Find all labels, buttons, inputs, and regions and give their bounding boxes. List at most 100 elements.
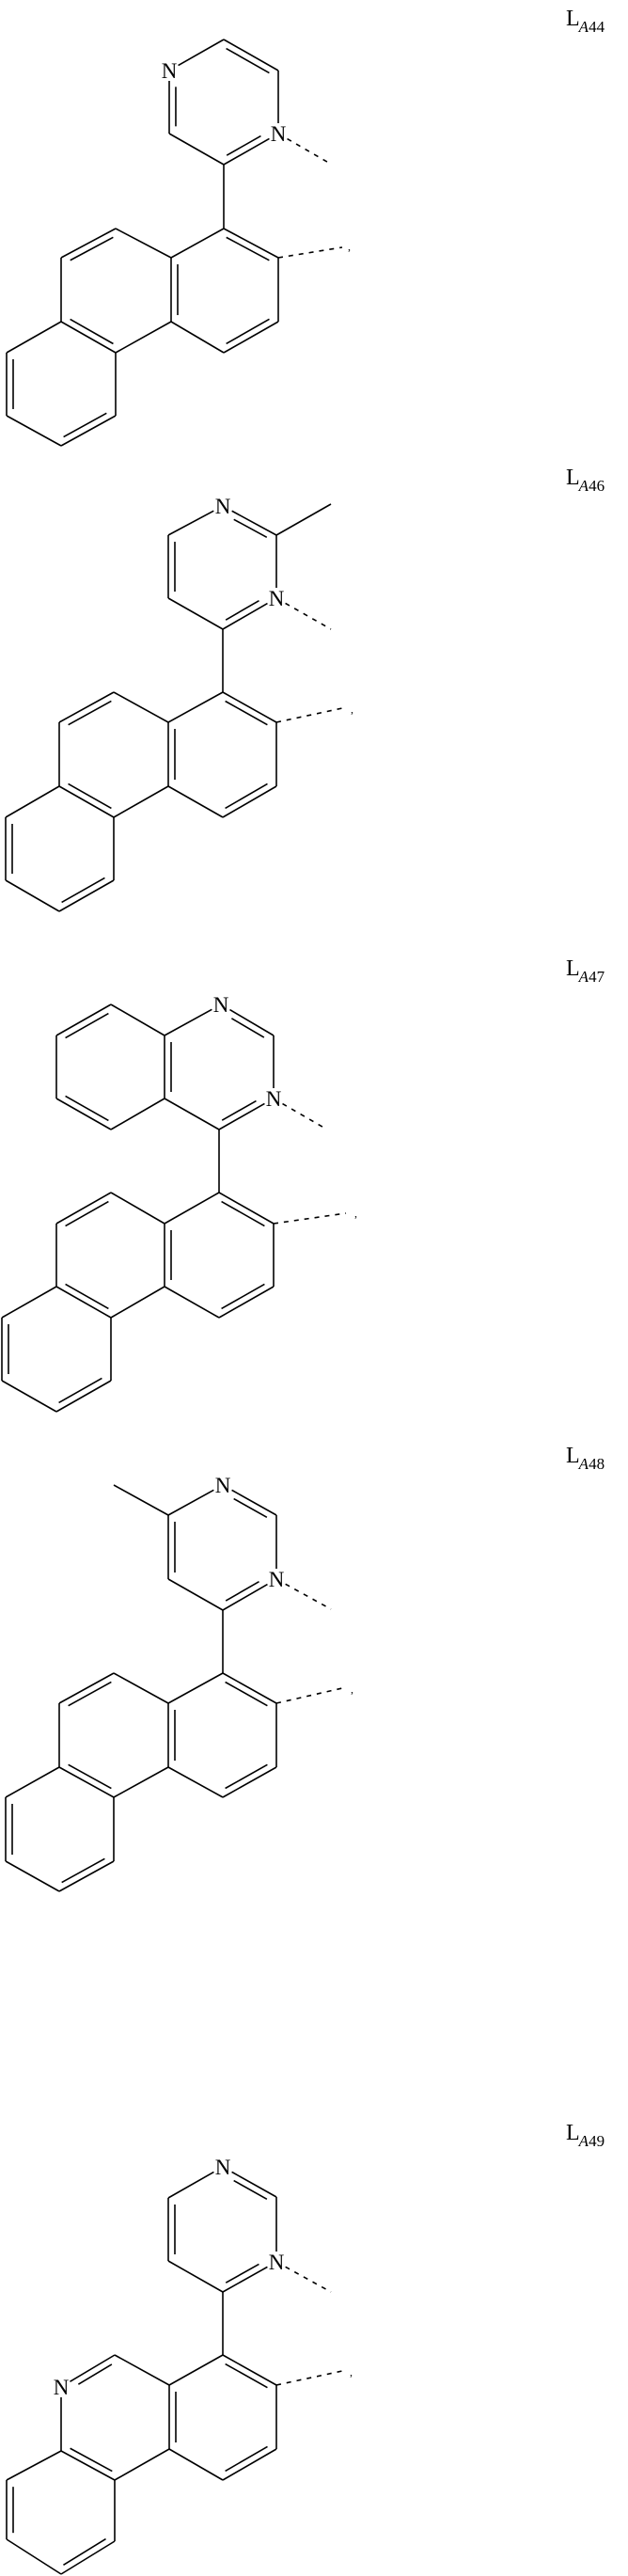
double-bond-inner (226, 318, 270, 345)
bond (115, 321, 172, 354)
bond (110, 1192, 165, 1225)
label-main: L (566, 7, 580, 31)
bond (167, 1766, 224, 1798)
structure-la48: ,NN (5, 1474, 353, 1892)
attachment-dashed-bond (282, 1102, 328, 1130)
double-bond-inner (77, 2363, 113, 2385)
bond (58, 691, 115, 723)
label-main: L (566, 1444, 580, 1468)
bond (222, 2448, 277, 2481)
double-bond-inner (233, 2179, 268, 2200)
bond (60, 2540, 116, 2575)
bond (115, 228, 172, 259)
bond (70, 2354, 116, 2383)
double-bond-inner (65, 1283, 109, 1310)
bond (5, 1860, 60, 1892)
bond (223, 228, 279, 259)
bond (222, 691, 277, 723)
bond (58, 879, 115, 912)
nitrogen-atom-label: N (215, 495, 231, 518)
nitrogen-atom-label: N (215, 2156, 231, 2179)
attachment-dashed-bond (287, 137, 333, 166)
double-bond-inner (225, 1580, 259, 1602)
double-bond-inner (225, 1763, 268, 1790)
nitrogen-atom-label: N (269, 587, 285, 610)
bond (222, 1766, 277, 1798)
comma-mark: , (354, 1207, 357, 1220)
label-main: L (566, 2121, 580, 2145)
double-bond-inner (61, 1857, 105, 1884)
attachment-dashed-bond (275, 1687, 343, 1704)
bond (168, 2354, 224, 2386)
nitrogen-atom-label: N (162, 59, 178, 83)
bond (6, 2450, 62, 2481)
label-sub-number: 49 (589, 2132, 605, 2150)
double-bond-inner (221, 1099, 257, 1121)
double-bond-inner (68, 782, 112, 810)
label-sub-number: 48 (589, 1455, 605, 1473)
bond (1, 1380, 57, 1413)
nitrogen-atom-label: N (54, 2376, 70, 2399)
nitrogen-atom-label: N (215, 1474, 231, 1497)
attachment-dashed-bond (285, 602, 332, 630)
bond (60, 321, 117, 354)
nitrogen-atom-label: N (213, 993, 229, 1017)
double-bond-inner (65, 1095, 109, 1122)
double-bond-inner (226, 236, 270, 261)
bond (6, 2538, 62, 2575)
compound-label-la48: LA48 (566, 1444, 604, 1472)
bond (114, 2354, 170, 2386)
bond (60, 415, 117, 447)
double-bond-inner (233, 1497, 268, 1518)
bond (113, 785, 169, 818)
bond (167, 1672, 224, 1704)
bond (110, 1098, 165, 1130)
attachment-dashed-bond (273, 1212, 347, 1225)
label-main: L (566, 956, 580, 981)
double-bond-inner (63, 2537, 106, 2566)
bond (55, 1098, 112, 1130)
bond (168, 133, 225, 166)
attachment-dashed-bond (285, 1583, 332, 1610)
attachment-dashed-bond (277, 246, 343, 259)
label-sub-letter: A (578, 2132, 589, 2150)
comma-mark: , (348, 240, 351, 253)
bond (55, 1286, 112, 1319)
nitrogen-atom-label: N (271, 122, 287, 146)
double-bond-inner (226, 47, 270, 74)
compound-label-la44: LA44 (566, 7, 604, 35)
bond (110, 1004, 165, 1036)
structure-la47: ,NN (1, 993, 357, 1413)
label-main: L (566, 466, 580, 490)
bond (167, 1489, 214, 1516)
bond (55, 1380, 112, 1413)
label-sub-number: 47 (589, 968, 605, 986)
bond (167, 691, 224, 723)
attachment-dashed-bond (275, 707, 343, 723)
bond (167, 785, 224, 818)
double-bond-inner (70, 236, 114, 261)
bond (231, 510, 277, 536)
double-bond-inner (225, 2363, 268, 2389)
double-bond-inner (58, 1377, 102, 1404)
bond (178, 39, 225, 67)
bond (223, 137, 270, 166)
bond (222, 2354, 277, 2386)
double-bond-inner (70, 318, 114, 345)
bond (55, 1192, 112, 1225)
bond (167, 510, 214, 536)
bond (231, 1489, 277, 1516)
bond (6, 415, 62, 447)
double-bond-inner (225, 1681, 268, 1707)
bond (113, 1766, 169, 1798)
bond (170, 228, 225, 259)
bond (275, 503, 332, 536)
double-bond-inner (225, 2445, 268, 2473)
structure-la46: ,NN (5, 495, 353, 912)
bond (167, 1578, 224, 1611)
double-bond-inner (225, 700, 268, 726)
bond (60, 228, 117, 259)
double-bond-inner (225, 2263, 259, 2284)
bond (223, 321, 279, 354)
double-bond-inner (70, 2447, 113, 2473)
